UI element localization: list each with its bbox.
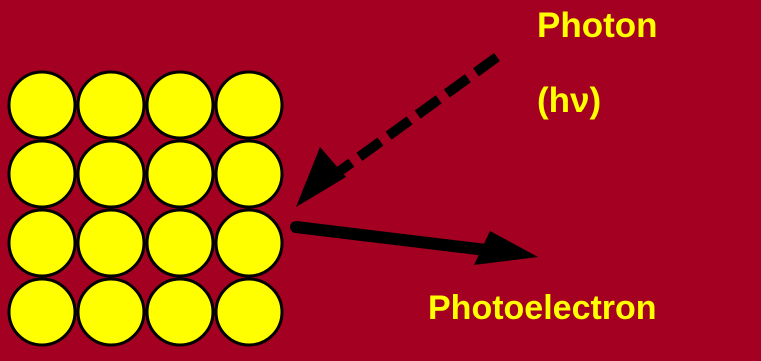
incoming-photon-arrow-head — [296, 147, 346, 207]
atom-circle — [7, 277, 77, 347]
outgoing-photoelectron-arrow-head — [474, 231, 538, 265]
photon-energy-symbol: (hν) — [537, 81, 602, 120]
atom-circle — [76, 208, 146, 278]
atom-circle — [145, 70, 215, 140]
photon-label: Photon — [537, 6, 658, 45]
atom-circle — [214, 70, 284, 140]
atom-circle — [214, 139, 284, 209]
atom-circle — [7, 70, 77, 140]
incoming-photon-arrow-shaft — [319, 52, 500, 189]
atom-circle — [214, 208, 284, 278]
atom-circle — [76, 70, 146, 140]
atom-circle — [7, 208, 77, 278]
atom-lattice — [7, 70, 284, 347]
atom-circle — [145, 139, 215, 209]
atom-circle — [145, 277, 215, 347]
atom-circle — [76, 277, 146, 347]
atom-circle — [76, 139, 146, 209]
atom-circle — [145, 208, 215, 278]
outgoing-photoelectron-arrow-shaft — [290, 221, 492, 256]
atom-circle — [7, 139, 77, 209]
photoelectron-label: Photoelectron — [428, 289, 657, 327]
atom-circle — [214, 277, 284, 347]
